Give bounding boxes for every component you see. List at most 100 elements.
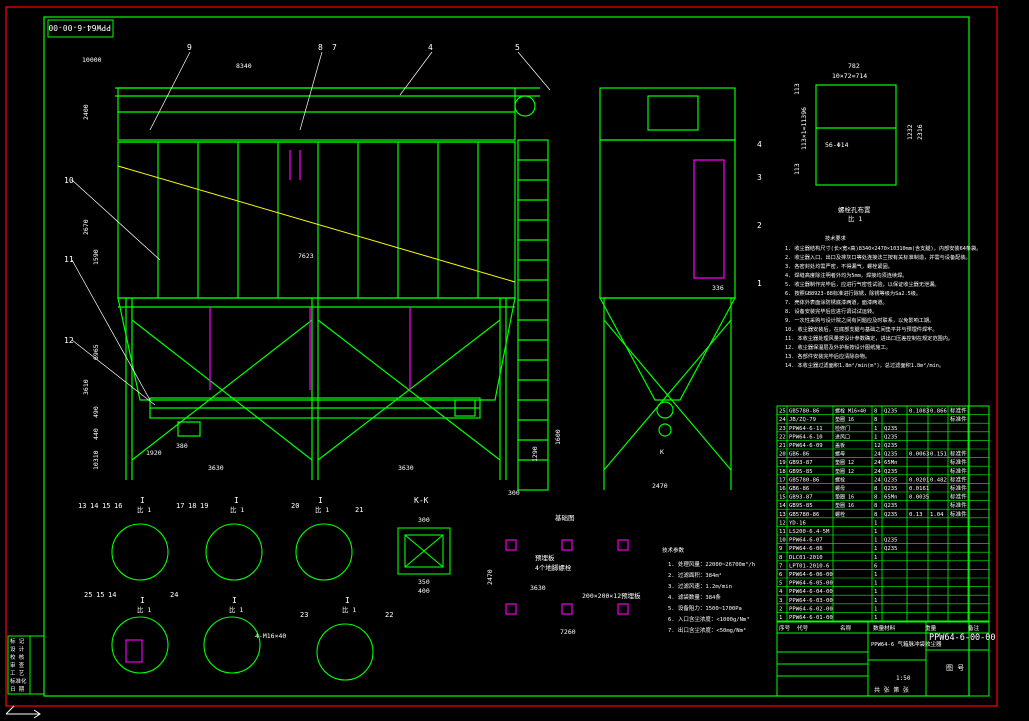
- bom-cell-qty: 6: [874, 563, 877, 569]
- bom-cell-name: 螺栓: [835, 511, 845, 518]
- bom-cell-name: 螺栓: [835, 476, 845, 483]
- bolt-dim-113b: 113: [793, 163, 801, 175]
- params-heading: 技术参数: [662, 546, 685, 554]
- bom-cell-note: 标准件: [950, 450, 967, 458]
- bolt-dim-2316: 2316: [916, 124, 924, 140]
- bom-cell-no: 6: [779, 572, 782, 578]
- dim-380: 380: [176, 442, 188, 450]
- bom-cell-name: 螺母: [835, 485, 845, 492]
- dim-h-490: 490: [92, 406, 100, 418]
- detail-balloon-23: 23: [300, 611, 308, 619]
- bom-cell-no: 1: [779, 615, 782, 621]
- bom-header-cell: 序号: [779, 624, 791, 632]
- detail-balloon-19: 19: [200, 502, 208, 510]
- bom-cell-mat: 65Mn: [884, 495, 897, 501]
- param-7: 7. 出口含尘浓度：<50mg/Nm³: [668, 626, 746, 634]
- balloon-12: 12: [64, 336, 74, 345]
- bom-cell-no: 22: [779, 434, 786, 440]
- bom-cell-qty: 8: [874, 417, 878, 423]
- rev-row-5: 工 艺: [10, 670, 25, 677]
- note-14: 14. 本收尘器过滤面积1.8m²/min(m³)，总过滤面积1.8m²/min…: [785, 361, 944, 369]
- bom-header-cell: 名称: [840, 624, 852, 632]
- bom-cell-name: 螺栓 M16×40: [835, 408, 866, 415]
- bom-cell-qty: 12: [874, 443, 881, 449]
- bom-header-cell: 备注: [968, 624, 980, 632]
- bom-cell-code: PPW64-6-11: [789, 426, 823, 432]
- bom-cell-qty: 1: [874, 572, 877, 578]
- balloon-9: 9: [187, 43, 192, 52]
- bom-cell-qty: 8: [874, 495, 878, 501]
- bom-cell-w1: 0.0035: [909, 495, 929, 501]
- kk-dim-350: 350: [418, 578, 430, 586]
- note-12: 12. 收尘器保温层及外护板按设计图纸施工。: [785, 343, 891, 351]
- bom-cell-code: DLC01-2010: [789, 555, 823, 561]
- title-block-small: 图 号: [946, 664, 964, 672]
- detail-label-kk: K-K: [414, 496, 429, 505]
- bom-cell-mat: Q235: [884, 409, 897, 415]
- dim-bot-300: 300: [508, 489, 520, 497]
- bom-cell-code: GB5780-86: [789, 409, 819, 415]
- bom-cell-no: 7: [779, 563, 782, 569]
- bom-cell-qty: 1: [874, 581, 877, 587]
- bom-cell-no: 21: [779, 443, 786, 449]
- detail-scale-1: 比 1: [137, 505, 151, 514]
- dim-1920: 1920: [146, 449, 162, 457]
- bom-cell-qty: 1: [874, 555, 877, 561]
- note-8: 8. 设备安装完毕后应进行调试试运转。: [785, 307, 877, 315]
- dim-left-3630: 3630: [208, 464, 224, 472]
- foundation-label-1: 预埋板: [535, 553, 555, 562]
- bom-cell-name: 垫圈 12: [835, 459, 854, 466]
- dim-h-3610: 3610: [82, 379, 90, 395]
- bom-cell-qty: 1: [874, 615, 877, 621]
- bom-cell-code: PPW64-6-06-00: [789, 572, 833, 578]
- bom-cell-note: 标准件: [950, 467, 967, 475]
- param-1: 1. 处理风量：22000~26700m³/h: [668, 560, 755, 568]
- bom-cell-code: GB93-87: [789, 495, 813, 501]
- detail-highlight: [125, 639, 143, 663]
- bom-cell-code: PPW64-6-05-00: [789, 581, 833, 587]
- title-block-sheet: 共 张 第 张: [874, 686, 909, 694]
- bom-cell-code: GB95-85: [789, 469, 813, 475]
- bom-cell-qty: 8: [874, 503, 878, 509]
- bom-cell-mat: 65Mn: [884, 460, 897, 466]
- bom-cell-no: 8: [779, 555, 783, 561]
- side-balloon-2: 2: [757, 221, 762, 230]
- inner-frame: [43, 16, 970, 697]
- detail-balloon-18: 18: [188, 502, 196, 510]
- bom-cell-no: 11: [779, 529, 786, 535]
- bolt-layout-label: 螺栓孔布置: [838, 205, 871, 214]
- rev-row-4: 审 查: [10, 661, 25, 669]
- side-balloon-1: 1: [757, 279, 762, 288]
- title-block-name: PPW64-6 气箱脉冲袋收尘器: [871, 640, 942, 648]
- balloon-11: 11: [64, 255, 74, 264]
- bom-cell-qty: 8: [874, 409, 878, 415]
- note-9: 9. 一次性采购与设计院之间有问题应及时联系，以免影响工期。: [785, 316, 934, 324]
- detail-label-6: I: [345, 596, 350, 605]
- bom-cell-code: PPW64-6-01-00: [789, 615, 833, 621]
- dim-h-10310: 10310: [92, 450, 100, 470]
- bom-cell-qty: 8: [874, 486, 878, 492]
- bom-cell-no: 12: [779, 520, 786, 526]
- bom-cell-name: 盖板: [835, 442, 845, 449]
- bom-cell-qty: 1: [874, 434, 877, 440]
- dim-h-440: 440: [92, 428, 100, 440]
- bom-cell-no: 10: [779, 538, 786, 544]
- bom-cell-no: 4: [779, 589, 783, 595]
- bom-cell-note: 标准件: [950, 510, 967, 518]
- title-block-scale: 1:50: [896, 675, 911, 682]
- detail-scale-3: 比 1: [315, 505, 329, 514]
- bom-cell-code: PPW64-6-10: [789, 434, 823, 440]
- detail-label-4: I: [140, 596, 145, 605]
- front-view-centerline: [117, 165, 516, 283]
- bom-cell-qty: 1: [874, 546, 877, 552]
- bom-cell-w2: 0.151: [930, 452, 947, 458]
- param-3: 3. 过滤风速：1.2m/min: [668, 582, 732, 590]
- note-13: 13. 各部件安装完毕后应清除杂物。: [785, 352, 870, 360]
- bom-cell-code: GB6-86: [789, 452, 809, 458]
- foundation-label-3: 200×200×12预埋板: [582, 591, 641, 600]
- title-block: [776, 621, 990, 697]
- bom-cell-code: LPT01-2010-6: [789, 563, 829, 569]
- dim-h-2670: 2670: [82, 219, 90, 235]
- bom-cell-note: 标准件: [950, 493, 967, 501]
